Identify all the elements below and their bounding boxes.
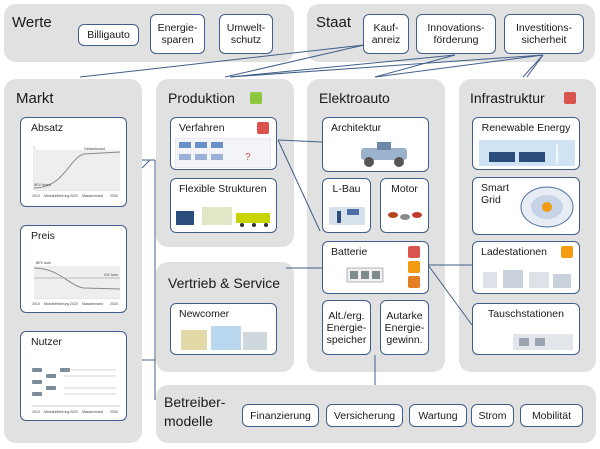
preis-tick-2030: 2030 <box>110 302 118 306</box>
tausch-box: Tauschstationen <box>472 303 580 355</box>
flexible-strukturen-label: Flexible Strukturen <box>179 183 267 195</box>
absatz-legend: Gesamtmarkt <box>84 147 105 151</box>
nutzer-tick-2010: 2010 <box>32 410 40 414</box>
betreiber-title: Betreiber- modelle <box>164 394 226 429</box>
markt-preis-box: Preis BEV Auto ICE Auto 2010 Markteinfüh… <box>20 225 127 313</box>
ladestationen-box: Ladestationen <box>472 241 580 294</box>
absatz-chart: Gesamtmarkt BEV Anteil 2010 Markteinführ… <box>32 146 121 198</box>
lbau-image <box>329 207 365 225</box>
betreiber-wartung: Wartung <box>409 404 467 427</box>
infrastruktur-title: Infrastruktur <box>470 90 545 106</box>
staat-investitionssicherheit: Investitions- sicherheit <box>504 14 584 54</box>
elektroauto-title: Elektroauto <box>319 90 390 106</box>
preis-legend-bev: BEV Auto <box>36 261 51 265</box>
newcomer-label: Newcomer <box>179 308 230 320</box>
vertrieb-title: Vertrieb & Service <box>168 275 281 291</box>
tausch-image <box>513 334 573 350</box>
architektur-image <box>361 142 407 167</box>
smartgrid-image <box>520 186 574 228</box>
werte-umweltschutz: Umwelt- schutz <box>219 14 273 54</box>
architektur-label: Architektur <box>331 122 382 134</box>
markt-nutzer-box: Nutzer 2010 Markteinführung 2020 Massenm… <box>20 331 127 421</box>
staat-kaufanreiz: Kauf- anreiz <box>363 14 409 54</box>
verfahren-label: Verfahren <box>179 122 225 134</box>
ladestationen-image <box>483 270 571 288</box>
ladestationen-label: Ladestationen <box>481 246 547 258</box>
verfahren-box: Verfahren ? <box>170 117 277 170</box>
preis-legend-ice: ICE Auto <box>104 273 118 277</box>
speicher-box: Alt./erg. Energie- speicher <box>322 300 371 355</box>
produktion-title: Produktion <box>168 90 235 106</box>
preis-tick-2010: 2010 <box>32 302 40 306</box>
absatz-tick-2010: 2010 <box>32 194 40 198</box>
batterie-box: Batterie <box>322 241 429 294</box>
newcomer-box: Newcomer <box>170 303 277 355</box>
nutzer-tick-2030: 2030 <box>110 410 118 414</box>
motor-image <box>388 212 422 220</box>
preis-tick-2020: 2020 <box>70 302 78 306</box>
verfahren-image: ? <box>175 138 271 168</box>
betreiber-finanzierung: Finanzierung <box>242 404 319 427</box>
markt-title: Markt <box>16 90 54 107</box>
preis-label: Preis <box>31 230 55 242</box>
renewable-image <box>479 140 575 166</box>
absatz-tick-2030: 2030 <box>110 194 118 198</box>
absatz-ylab: BEV Anteil <box>34 183 51 187</box>
autarke-box: Autarke Energie- gewinn. <box>380 300 429 355</box>
nutzer-chart: 2010 Markteinführung 2020 Massenmarkt 20… <box>32 368 120 414</box>
smartgrid-box: Smart Grid <box>472 177 580 235</box>
renewable-label: Renewable Energy <box>481 122 571 134</box>
betreiber-strom: Strom <box>471 404 514 427</box>
werte-title: Werte <box>12 14 52 31</box>
staat-innovationsfoerderung: Innovations- förderung <box>416 14 496 54</box>
nutzer-tick-markteinf: Markteinführung <box>44 410 69 414</box>
absatz-label: Absatz <box>31 122 64 134</box>
renewable-box: Renewable Energy <box>472 117 580 170</box>
smartgrid-label: Smart Grid <box>481 182 510 206</box>
preis-chart: BEV Auto ICE Auto 2010 Markteinführung 2… <box>32 261 121 306</box>
architektur-box: Architektur <box>322 117 429 172</box>
staat-title: Staat <box>316 14 352 31</box>
betreiber-mobilitaet: Mobilität <box>520 404 583 427</box>
markt-absatz-box: Absatz Gesamtmarkt BEV Anteil 2010 Markt… <box>20 117 127 207</box>
flame-icon <box>408 276 420 288</box>
newcomer-image <box>181 326 267 350</box>
gear-icon <box>564 92 576 104</box>
werte-billigauto: Billigauto <box>78 24 139 46</box>
gear-icon <box>257 122 269 134</box>
absatz-tick-massenmarkt: Massenmarkt <box>82 194 103 198</box>
recycle-icon <box>408 261 420 273</box>
tausch-label: Tauschstationen <box>488 308 564 320</box>
nutzer-tick-massenmarkt: Massenmarkt <box>82 410 103 414</box>
flexible-strukturen-image <box>176 207 270 227</box>
motor-label: Motor <box>391 183 418 195</box>
lbau-box: L-Bau <box>322 178 371 233</box>
recycle-icon <box>561 246 573 258</box>
betreiber-versicherung: Versicherung <box>326 404 403 427</box>
lbau-label: L-Bau <box>332 183 361 195</box>
preis-tick-markteinf: Markteinführung <box>44 302 69 306</box>
svg-text:?: ? <box>245 152 251 163</box>
flexible-strukturen-box: Flexible Strukturen <box>170 178 277 233</box>
nutzer-label: Nutzer <box>31 336 62 348</box>
batterie-label: Batterie <box>331 246 368 258</box>
leaf-icon <box>250 92 262 104</box>
nutzer-tick-2020: 2020 <box>70 410 78 414</box>
absatz-tick-2020: 2020 <box>70 194 78 198</box>
preis-tick-massenmarkt: Massenmarkt <box>82 302 103 306</box>
motor-box: Motor <box>380 178 429 233</box>
gear-icon <box>408 246 420 258</box>
werte-energiesparen: Energie- sparen <box>150 14 205 54</box>
batterie-image <box>346 267 384 283</box>
absatz-tick-markteinf: Markteinführung <box>44 194 69 198</box>
